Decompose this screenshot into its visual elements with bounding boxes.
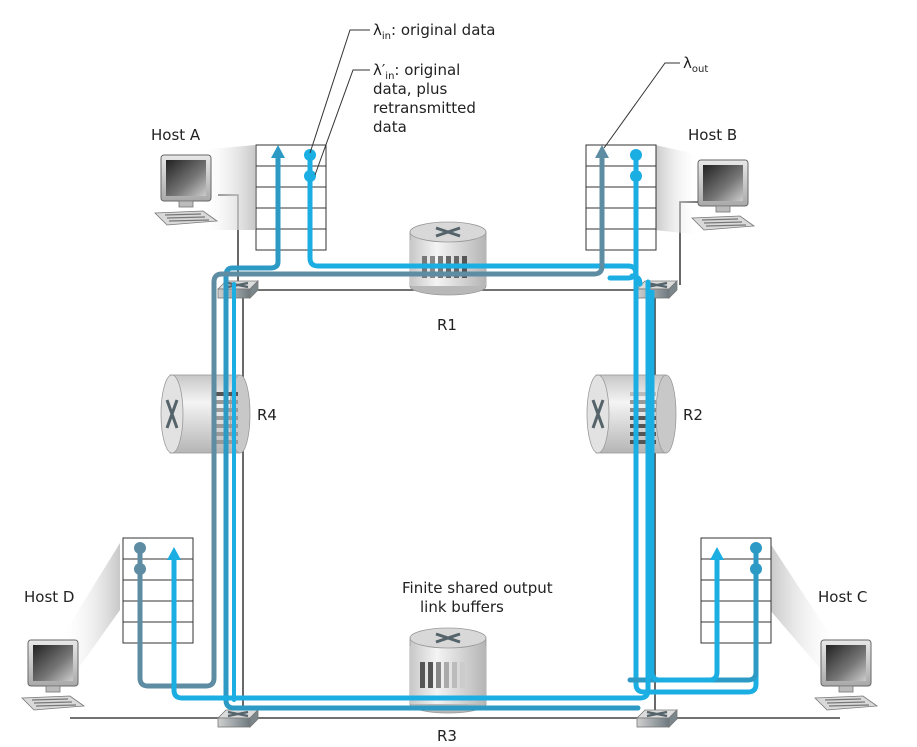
buffer-grid-a [255, 144, 327, 251]
router-x-icon [435, 226, 461, 238]
arrow-head-icon [595, 145, 609, 158]
packet-dots-a [304, 149, 316, 182]
router-x-icon [435, 632, 461, 644]
arrow-head-icon [271, 145, 285, 158]
buffer-grid-d [122, 537, 194, 644]
lambda-in-label: λin: original data [373, 21, 495, 42]
packet-dots-d [134, 542, 146, 575]
buffers-label-line1: Finite shared output [402, 579, 553, 597]
router-x-icon [591, 399, 605, 429]
host-b-computer-icon[interactable] [691, 159, 755, 231]
host-d-computer-icon[interactable] [21, 639, 85, 711]
arrow-head-icon [710, 547, 724, 560]
lambda-out-label: λout [683, 54, 708, 75]
switch-bottom-right-icon[interactable] [635, 708, 679, 729]
annotation-leaders [309, 29, 680, 176]
host-a-label: Host A [151, 126, 201, 144]
router-r4-label: R4 [257, 406, 277, 424]
lambda-in-prime-line4: data [373, 118, 407, 136]
router-r2[interactable] [586, 374, 677, 454]
packet-dots-b [630, 149, 642, 182]
lambda-in-prime-line2: data, plus [373, 80, 448, 98]
flow-into-host-c [649, 290, 720, 683]
router-x-icon [165, 399, 179, 429]
router-r4[interactable] [160, 374, 251, 454]
buffer-slices-icon [420, 662, 465, 688]
buffer-grid-b [585, 144, 657, 251]
host-b-label: Host B [688, 126, 737, 144]
lambda-in-prime-label: λ′in: original [373, 61, 460, 82]
router-r2-label: R2 [683, 406, 703, 424]
buffer-zoom-wedge-b [655, 145, 700, 235]
router-r3-label: R3 [437, 727, 457, 745]
arrow-head-icon [167, 547, 181, 560]
switch-bottom-left-icon[interactable] [216, 708, 260, 729]
flow-host-b-to-host-d [171, 279, 651, 701]
switch-top-right-icon[interactable] [635, 279, 679, 300]
flow-host-d-to-host-b [137, 149, 605, 689]
flow-joint [629, 273, 643, 287]
buffer-grid-c [700, 537, 772, 644]
router-r1[interactable] [409, 221, 487, 296]
host-c-computer-icon[interactable] [814, 639, 878, 711]
buffers-label-line2: link buffers [420, 598, 504, 616]
flow-host-a-to-host-c [307, 153, 759, 695]
router-r1-label: R1 [437, 316, 457, 334]
host-d-label: Host D [24, 588, 74, 606]
lambda-in-prime-line3: retransmitted [373, 99, 476, 117]
flow-host-c-out [627, 551, 759, 683]
host-c-label: Host C [818, 588, 867, 606]
buffer-zoom-wedge-a [200, 145, 255, 230]
buffer-slices-icon [630, 392, 656, 444]
host-a-computer-icon[interactable] [154, 154, 218, 226]
flow-loop-to-host-a [223, 149, 641, 711]
packet-dots-c [750, 542, 762, 575]
